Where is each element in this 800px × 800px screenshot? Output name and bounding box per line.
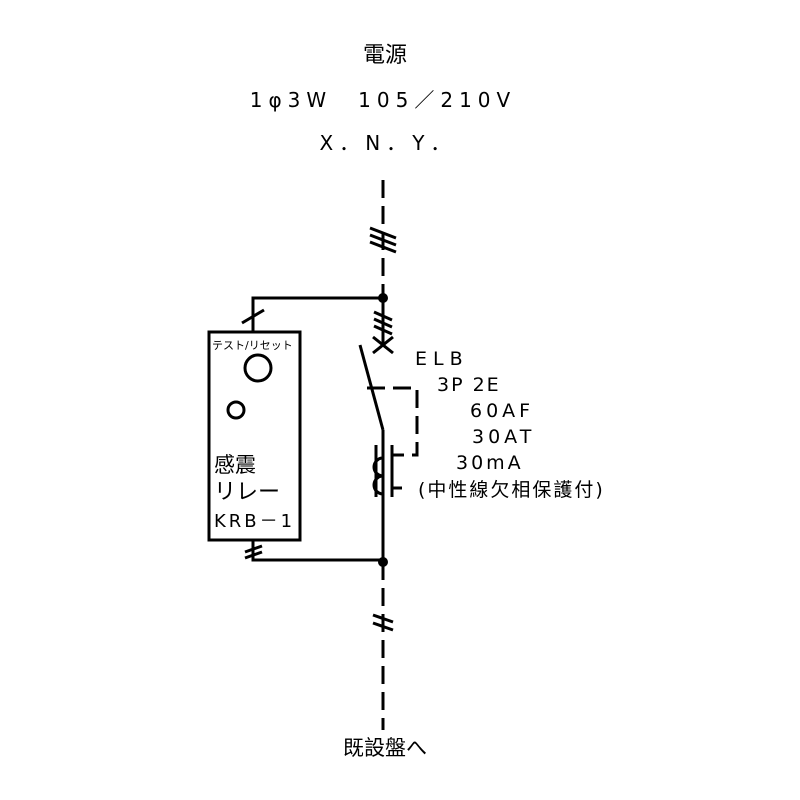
source-spec: 1φ3W 105／210V bbox=[250, 88, 516, 112]
breaker-sensitivity: 30mA bbox=[456, 452, 524, 474]
relay-wiring bbox=[241, 296, 383, 562]
breaker-poles: 3P 2E bbox=[437, 374, 501, 396]
two-wire-mark-bottom bbox=[372, 613, 394, 632]
relay-test-reset-label: テスト/リセット bbox=[212, 339, 293, 352]
three-wire-mark-breaker bbox=[373, 310, 393, 336]
relay-model: KRB－1 bbox=[214, 511, 295, 532]
trip-link bbox=[367, 386, 419, 457]
three-wire-mark-top bbox=[369, 226, 397, 254]
breaker-frame: 60AF bbox=[470, 400, 534, 422]
breaker-trip: 30AT bbox=[472, 426, 535, 448]
zct-coil-icon bbox=[372, 445, 402, 497]
breaker-contact-x-icon bbox=[372, 335, 394, 355]
source-title: 電源 bbox=[363, 43, 407, 68]
indicator-lamp bbox=[226, 400, 246, 420]
destination-label: 既設盤へ bbox=[343, 736, 427, 760]
relay-name-line1: 感震 bbox=[214, 453, 256, 477]
breaker-type: ELB bbox=[415, 348, 469, 370]
test-reset-button[interactable] bbox=[243, 353, 273, 383]
breaker-note: (中性線欠相保護付) bbox=[418, 479, 605, 501]
seismic-relay-box bbox=[207, 330, 302, 542]
relay-name-line2: リレー bbox=[214, 480, 280, 505]
source-phases: X．N．Y． bbox=[320, 131, 457, 155]
